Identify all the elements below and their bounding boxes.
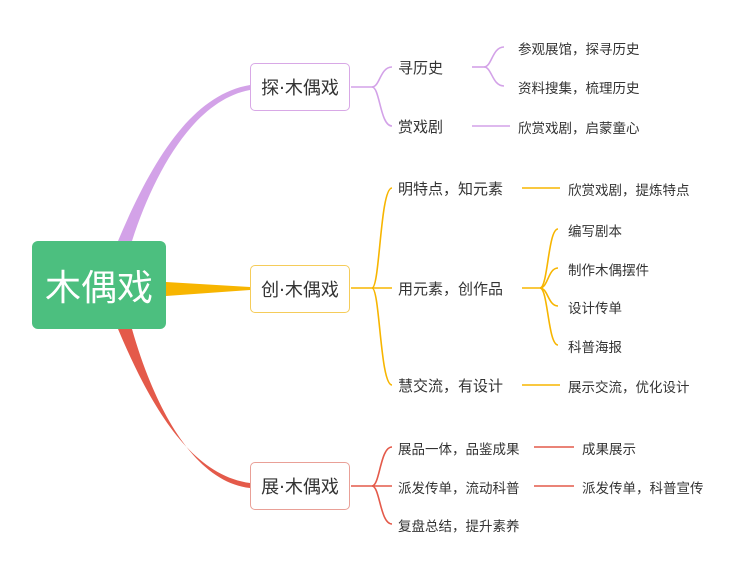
subtopic-node[interactable]: 成果展示: [582, 442, 636, 458]
topic-node[interactable]: 寻历史: [398, 59, 444, 77]
branch-node-exhibit[interactable]: 展·木偶戏: [250, 462, 350, 510]
branch-label: 展·木偶戏: [261, 477, 339, 498]
branch-node-create[interactable]: 创·木偶戏: [250, 265, 350, 313]
topic-node[interactable]: 用元素，创作品: [398, 280, 504, 298]
topic-node[interactable]: 慧交流，有设计: [398, 377, 504, 395]
topic-node[interactable]: 派发传单，流动科普: [398, 481, 520, 497]
connector-root-branch-2: [166, 282, 250, 296]
subtopic-node[interactable]: 欣赏戏剧，提炼特点: [568, 183, 690, 199]
branch-label: 创·木偶戏: [261, 280, 339, 301]
branch-node-explore[interactable]: 探·木偶戏: [250, 63, 350, 111]
branch-label: 探·木偶戏: [261, 78, 339, 99]
subtopic-node[interactable]: 设计传单: [568, 301, 622, 317]
subtopic-node[interactable]: 制作木偶摆件: [568, 263, 649, 279]
subtopic-node[interactable]: 参观展馆，探寻历史: [518, 42, 640, 58]
root-label: 木偶戏: [44, 268, 153, 309]
connectors-branch-2: [351, 187, 560, 386]
connector-root-branch-3: [118, 329, 250, 488]
connectors-branch-1: [351, 46, 510, 127]
subtopic-node[interactable]: 科普海报: [568, 340, 622, 356]
subtopic-node[interactable]: 编写剧本: [568, 224, 622, 240]
connector-root-branch-1: [118, 85, 250, 241]
subtopic-node[interactable]: 欣赏戏剧，启蒙童心: [518, 121, 640, 137]
subtopic-node[interactable]: 派发传单，科普宣传: [582, 481, 704, 497]
topic-node[interactable]: 复盘总结，提升素养: [398, 519, 520, 535]
topic-node[interactable]: 展品一体，品鉴成果: [398, 442, 520, 458]
topic-node[interactable]: 明特点，知元素: [398, 180, 504, 198]
subtopic-node[interactable]: 资料搜集，梳理历史: [518, 81, 640, 97]
topic-node[interactable]: 赏戏剧: [398, 118, 444, 136]
root-node[interactable]: 木偶戏: [32, 241, 166, 329]
connectors-branch-3: [351, 446, 574, 525]
subtopic-node[interactable]: 展示交流，优化设计: [568, 380, 690, 396]
